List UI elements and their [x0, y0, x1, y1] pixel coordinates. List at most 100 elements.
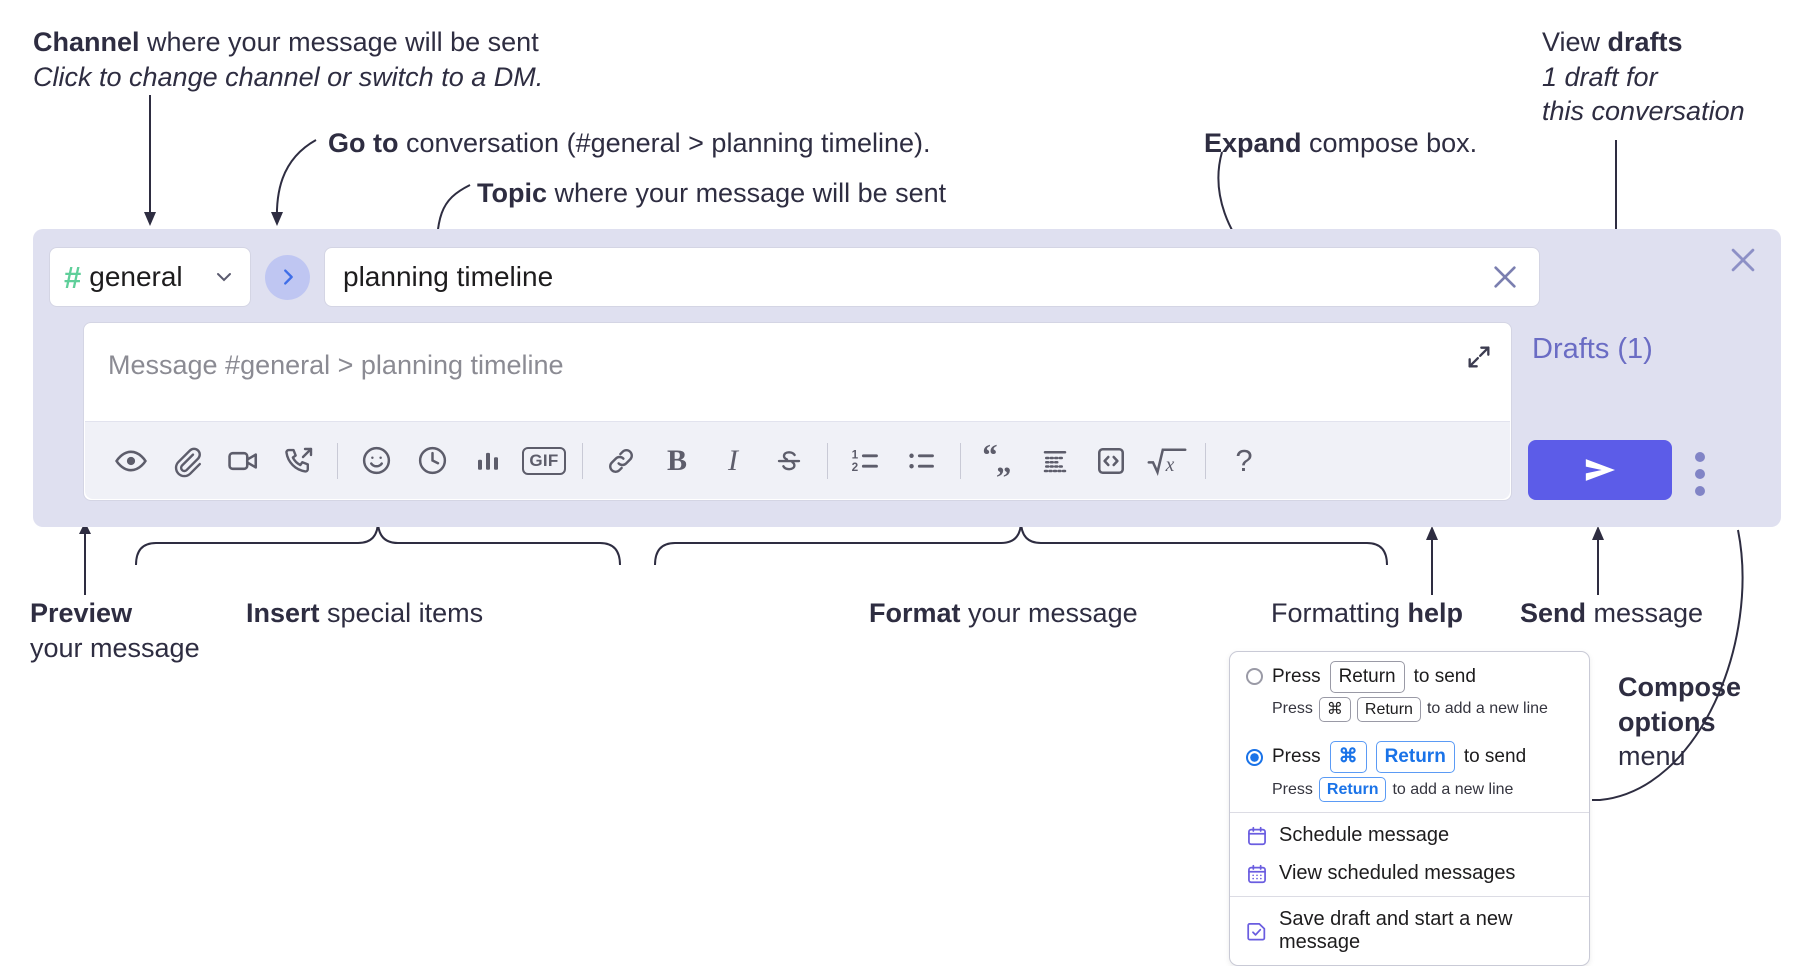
radio-selected-icon[interactable] — [1246, 748, 1263, 766]
annotation-format-strong: Format — [869, 598, 961, 628]
toolbar-divider — [1205, 442, 1206, 479]
annotation-drafts-lead: View — [1542, 27, 1608, 57]
channel-name-label: general — [89, 261, 183, 292]
dot — [1695, 452, 1705, 462]
preview-button[interactable] — [103, 433, 159, 489]
topic-input[interactable]: planning timeline — [324, 247, 1540, 307]
blockquote-icon: “ „ — [982, 438, 1011, 479]
compose-options-button[interactable] — [1695, 452, 1705, 496]
bar-chart-icon — [478, 452, 498, 470]
compose-panel: # general planning timeline Message #gen… — [33, 229, 1781, 527]
annotation-format-rest: your message — [960, 598, 1138, 628]
paperclip-icon — [174, 447, 201, 477]
attach-file-button[interactable] — [159, 433, 215, 489]
code-icon — [1098, 447, 1125, 474]
italic-button[interactable]: I — [705, 433, 761, 489]
ordered-list-button[interactable]: 1 2 — [838, 433, 894, 489]
menu-item-view-scheduled[interactable]: View scheduled messages — [1230, 858, 1589, 896]
clock-icon — [418, 446, 446, 475]
italic-icon: I — [728, 443, 738, 477]
annotation-compose-options: Compose options menu — [1618, 670, 1798, 774]
radio-press-label: Press — [1272, 665, 1321, 687]
blockquote-button[interactable]: “ „ — [971, 433, 1027, 489]
annotation-insert: Insert special items — [246, 596, 483, 631]
annotation-channel: Channel where your message will be sent … — [33, 25, 543, 94]
menu-sub-option-cmd-return: Press Return to add a new line — [1230, 775, 1589, 813]
code-block-button[interactable] — [1027, 433, 1083, 489]
annotation-channel-rest: where your message will be sent — [139, 27, 539, 57]
annotation-help: Formatting help — [1271, 596, 1463, 631]
reminder-button[interactable] — [404, 433, 460, 489]
goto-conversation-button[interactable] — [265, 254, 310, 300]
compose-options-menu: Press Return to send Press ⌘ Return to a… — [1229, 651, 1590, 966]
gif-button[interactable]: GIF — [516, 433, 572, 489]
annotation-channel-italic: Click to change channel or switch to a D… — [33, 61, 544, 92]
calendar-grid-icon — [1246, 863, 1268, 885]
menu-sub-option-return: Press ⌘ Return to add a new line — [1230, 695, 1589, 733]
annotation-format: Format your message — [869, 596, 1138, 631]
menu-item-label: Save draft and start a new message — [1279, 908, 1513, 954]
bulleted-list-button[interactable] — [894, 433, 950, 489]
toolbar-divider — [337, 442, 338, 479]
annotation-topic: Topic where your message will be sent — [477, 176, 946, 211]
strikethrough-button[interactable] — [761, 433, 817, 489]
radio-icon[interactable] — [1246, 668, 1263, 686]
svg-text:2: 2 — [852, 460, 859, 473]
channel-selector[interactable]: # general — [49, 247, 251, 307]
annotation-expand: Expand compose box. — [1204, 126, 1477, 161]
annotation-drafts-line2: 1 draft for — [1542, 61, 1658, 92]
menu-item-schedule-message[interactable]: Schedule message — [1230, 813, 1589, 858]
key-return: Return — [1375, 741, 1455, 773]
annotation-preview-line2: your message — [30, 632, 200, 663]
close-icon[interactable] — [1489, 261, 1521, 293]
message-input-area[interactable]: Message #general > planning timeline — [83, 322, 1512, 501]
panel-close-button[interactable] — [1726, 243, 1760, 277]
annotation-preview: Preview your message — [30, 596, 200, 665]
video-camera-icon — [228, 451, 258, 470]
emoji-button[interactable] — [348, 433, 404, 489]
menu-radio-option-return[interactable]: Press Return to send — [1230, 652, 1589, 695]
chevron-right-icon — [283, 269, 293, 285]
math-icon: x — [1147, 448, 1187, 476]
key-command: ⌘ — [1318, 696, 1351, 723]
send-icon — [1585, 459, 1615, 481]
menu-item-save-draft[interactable]: Save draft and start a new message — [1230, 897, 1589, 965]
toolbar-divider — [582, 442, 583, 479]
compose-header-row: # general planning timeline — [49, 247, 1540, 307]
annotation-drafts: View drafts 1 draft for this conversatio… — [1542, 25, 1745, 129]
link-button[interactable] — [593, 433, 649, 489]
bold-button[interactable]: B — [649, 433, 705, 489]
annotation-topic-rest: where your message will be sent — [547, 178, 947, 208]
calendar-icon — [1246, 825, 1268, 847]
annotation-drafts-line3: this conversation — [1542, 96, 1745, 127]
audio-clip-button[interactable] — [271, 433, 327, 489]
dot — [1695, 469, 1705, 479]
drafts-link[interactable]: Drafts (1) — [1532, 333, 1653, 365]
code-button[interactable] — [1083, 433, 1139, 489]
send-button[interactable] — [1528, 440, 1672, 500]
annotation-expand-strong: Expand — [1204, 128, 1302, 158]
formatting-help-button[interactable]: ? — [1216, 433, 1272, 489]
annotation-help-strong: help — [1407, 598, 1464, 628]
svg-text:1: 1 — [852, 448, 859, 461]
save-draft-icon — [1246, 920, 1268, 942]
menu-divider — [1230, 812, 1589, 814]
code-block-icon — [1043, 450, 1067, 472]
video-clip-button[interactable] — [215, 433, 271, 489]
annotation-drafts-strong: drafts — [1607, 27, 1683, 57]
dot — [1695, 486, 1705, 496]
sub-press-label: Press — [1272, 700, 1313, 718]
help-icon: ? — [1235, 442, 1253, 478]
menu-divider — [1230, 896, 1589, 898]
poll-button[interactable] — [460, 433, 516, 489]
menu-radio-option-cmd-return[interactable]: Press ⌘ Return to send — [1230, 732, 1589, 775]
annotation-insert-rest: special items — [319, 598, 484, 628]
sub-tail-label: to add a new line — [1426, 700, 1548, 718]
message-placeholder: Message #general > planning timeline — [108, 350, 564, 380]
hash-icon: # — [64, 259, 82, 295]
expand-compose-button[interactable] — [1465, 343, 1493, 371]
annotation-compose-options-line1: Compose — [1618, 672, 1742, 702]
key-return: Return — [1356, 696, 1421, 723]
math-button[interactable]: x — [1139, 433, 1195, 489]
emoji-icon — [362, 446, 390, 475]
